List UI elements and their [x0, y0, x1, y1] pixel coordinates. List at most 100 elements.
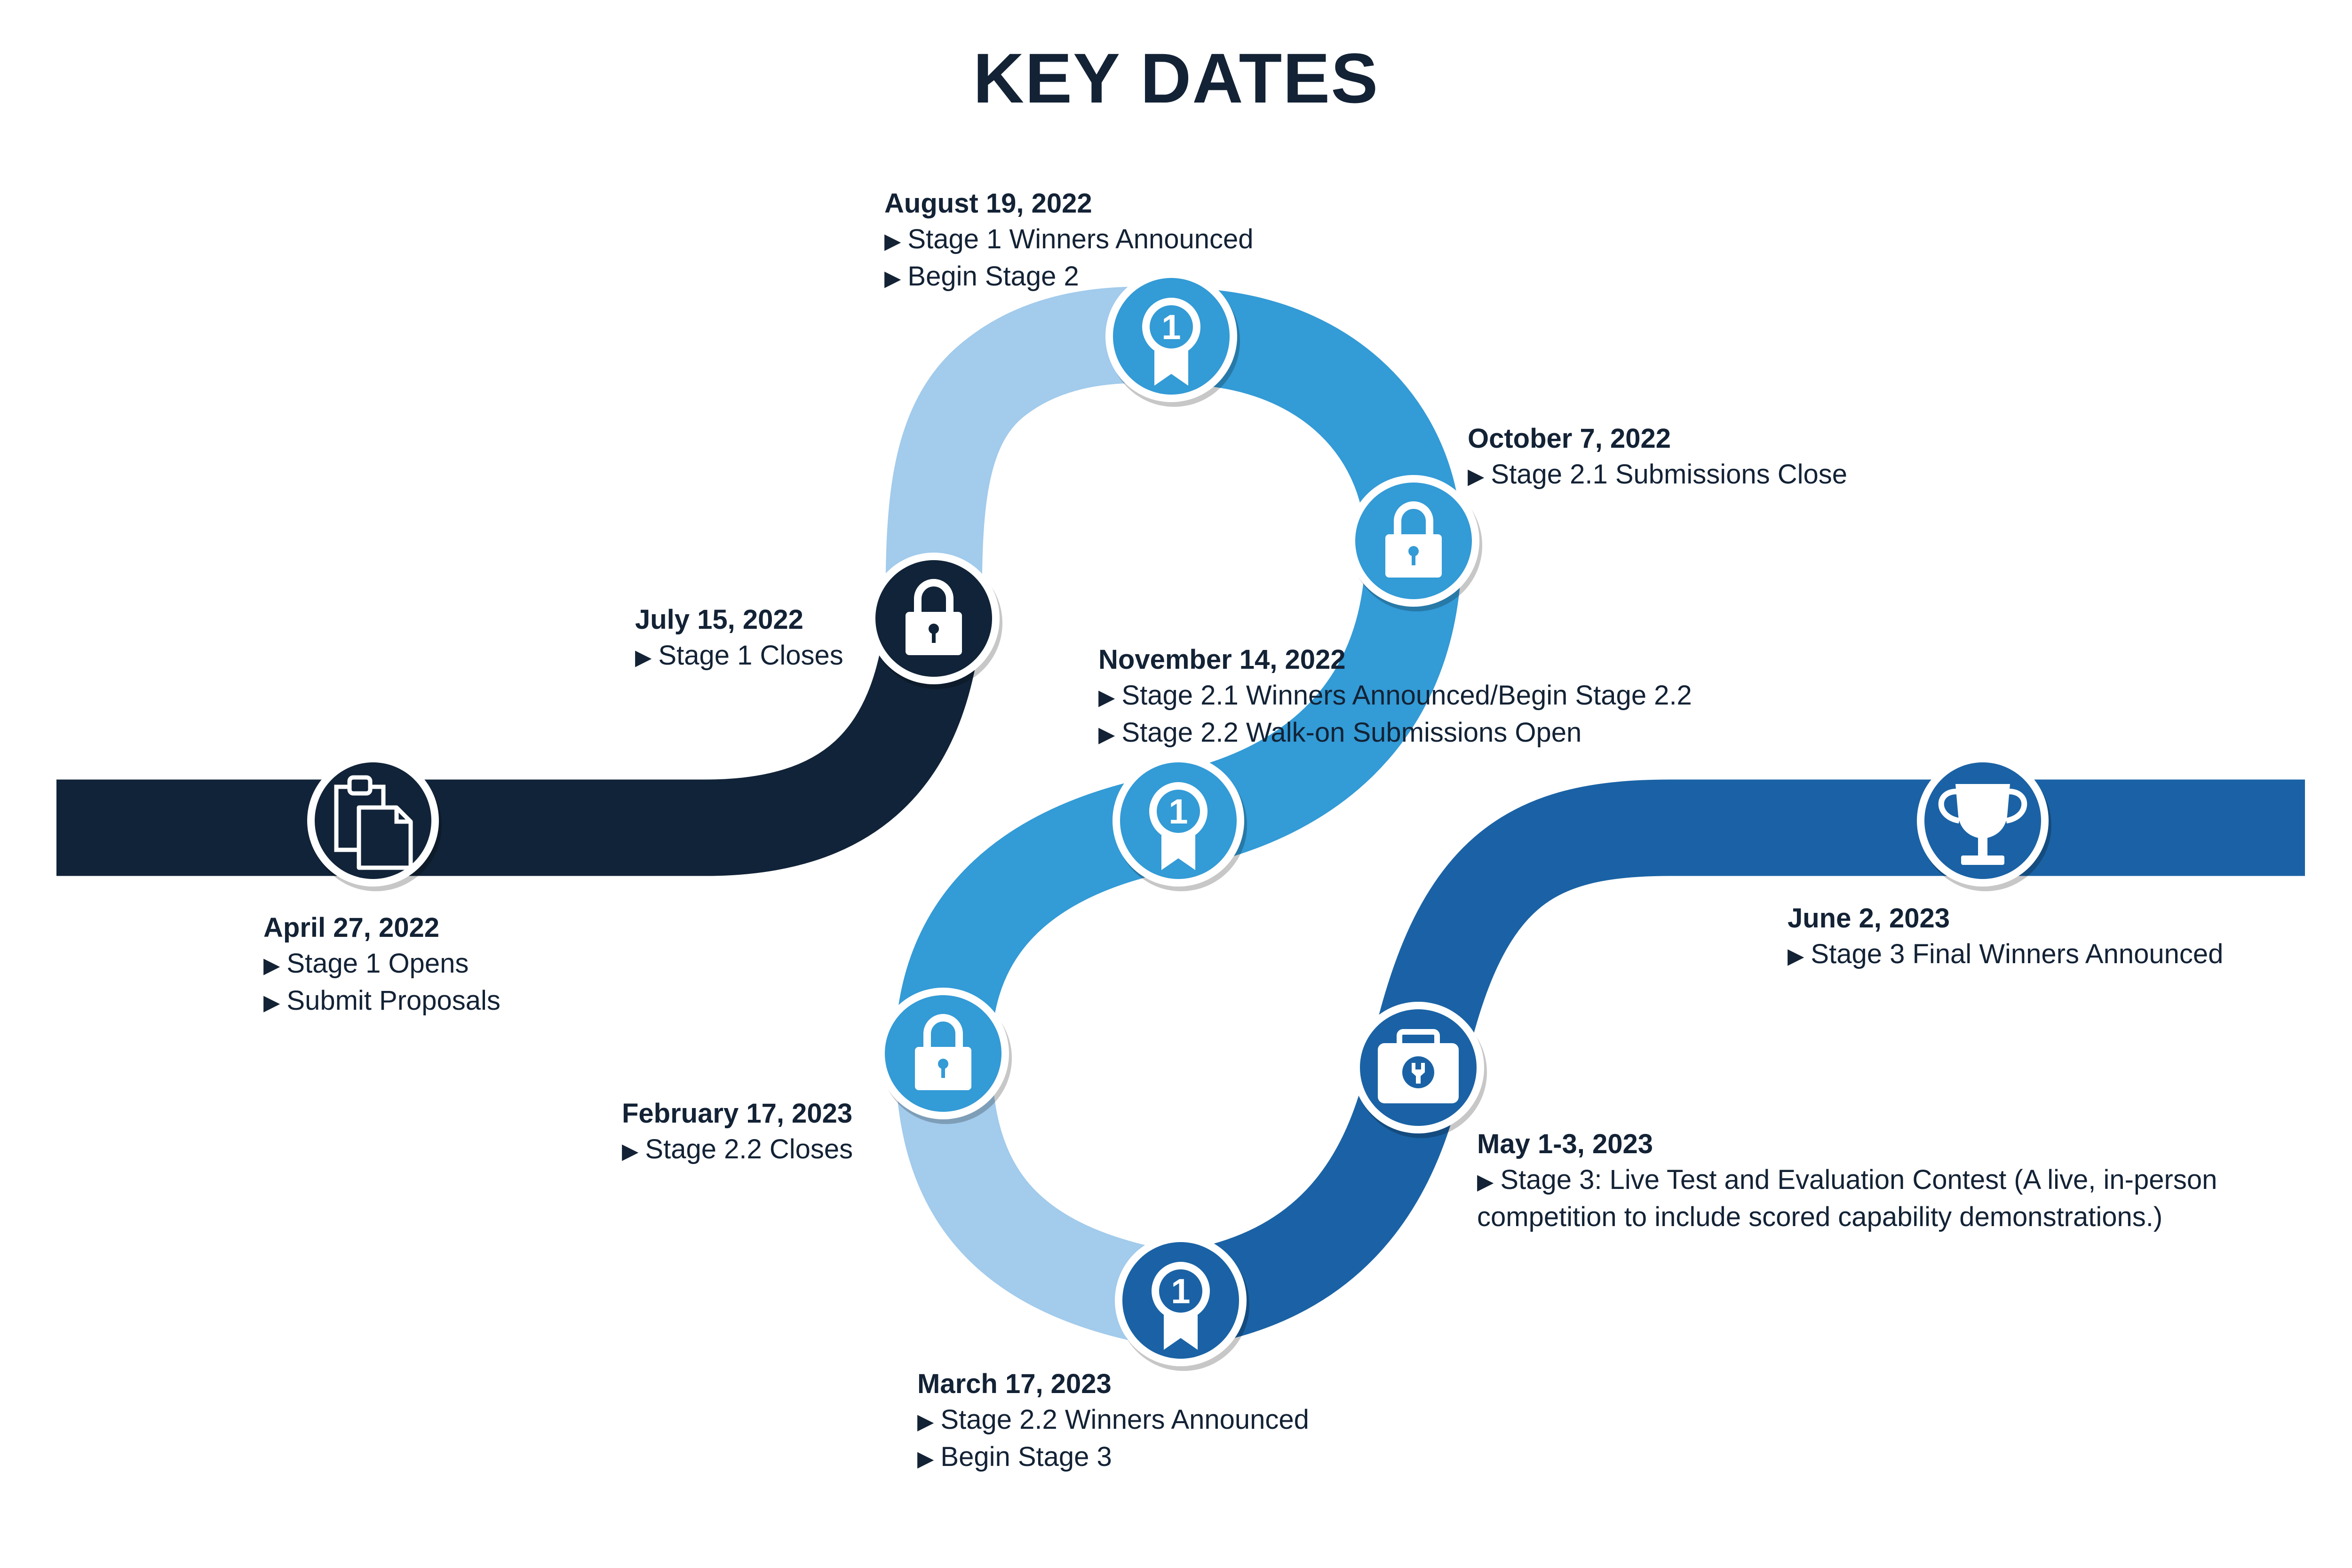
milestone-detail: ▶Submit Proposals [263, 983, 501, 1020]
bullet-arrow-icon: ▶ [1098, 685, 1115, 709]
milestone-date: March 17, 2023 [917, 1369, 1112, 1399]
medal-inner [1159, 1269, 1202, 1313]
milestone-detail: ▶Stage 1 Winners Announced [884, 222, 1254, 259]
bullet-arrow-icon: ▶ [1468, 464, 1485, 488]
keyhole [938, 1059, 948, 1069]
milestone-label-7: March 17, 2023▶Stage 2.2 Winners Announc… [917, 1366, 1309, 1476]
milestone-marker-3: 1 [1105, 270, 1240, 407]
milestone-label-3: August 19, 2022▶Stage 1 Winners Announce… [884, 186, 1254, 296]
milestone-date: April 27, 2022 [263, 912, 439, 943]
milestone-detail-text: Stage 1 Winners Announced [907, 224, 1254, 254]
milestone-marker-4 [1348, 475, 1482, 611]
bullet-arrow-icon: ▶ [1098, 722, 1115, 746]
milestone-detail-text: Submit Proposals [286, 985, 501, 1016]
milestone-detail-text: Stage 2.2 Winners Announced [940, 1404, 1309, 1435]
milestone-marker-6 [877, 988, 1012, 1124]
milestone-label-9: June 2, 2023 ▶ Stage 3 Final Winners Annou… [1788, 901, 2223, 974]
document-fold [394, 808, 411, 824]
milestone-date: October 7, 2022 [1468, 423, 1671, 454]
milestone-date: November 14, 2022 [1098, 644, 1346, 675]
award-ribbon-icon: 1 [1142, 298, 1200, 386]
award-ribbon-icon: 1 [1152, 1262, 1210, 1350]
milestone-marker-2 [868, 553, 1002, 689]
milestone-detail: ▶Stage 2.2 Closes [622, 1132, 853, 1169]
milestone-detail-text: Stage 1 Opens [286, 948, 469, 979]
milestone-date: June 2, 2023 [1788, 903, 1950, 934]
milestone-date: August 19, 2022 [884, 188, 1092, 219]
milestone-detail: ▶Stage 1 Opens [263, 946, 501, 983]
milestone-label-2: July 15, 2022▶Stage 1 Closes [635, 602, 843, 675]
medal-inner [1150, 305, 1193, 348]
milestone-label-1: April 27, 2022▶Stage 1 Opens▶Submit Prop… [263, 910, 501, 1020]
milestone-marker-1 [307, 755, 442, 891]
clipboard-icon [334, 775, 413, 870]
milestone-marker-9 [1917, 755, 2051, 891]
milestone-label-5: November 14, 2022▶Stage 2.1 Winners Anno… [1098, 642, 1692, 752]
milestone-label-8: May 1-3, 2023▶Stage 3: Live Test and Eva… [1477, 1126, 2277, 1235]
trophy-handle-left [1938, 789, 1960, 824]
toolbox-icon [1378, 1029, 1459, 1103]
medal-inner [1157, 790, 1200, 833]
milestone-detail: ▶ Stage 3 Final Winners Announced [1788, 936, 2223, 974]
milestone-detail-text: Stage 3: Live Test and Evaluation Contes… [1477, 1164, 2217, 1232]
milestone-detail-text: Stage 2.2 Closes [645, 1134, 853, 1164]
milestone-date: May 1-3, 2023 [1477, 1129, 1653, 1159]
milestone-detail-text: Stage 2.2 Walk-on Submissions Open [1121, 717, 1582, 748]
bullet-arrow-icon: ▶ [263, 953, 280, 977]
milestone-marker-5: 1 [1112, 755, 1247, 891]
milestone-detail-text: Stage 2.1 Submissions Close [1491, 459, 1848, 490]
milestone-marker-8 [1352, 1002, 1487, 1138]
medal-number: 1 [1168, 792, 1188, 831]
milestone-label-6: February 17, 2023▶Stage 2.2 Closes [622, 1096, 853, 1169]
lock-icon [915, 1014, 971, 1090]
bullet-arrow-icon: ▶ [917, 1409, 934, 1433]
milestone-detail: ▶Begin Stage 3 [917, 1439, 1309, 1476]
milestone-detail: ▶Begin Stage 2 [884, 259, 1254, 296]
ribbon-tail [1164, 1310, 1198, 1350]
award-ribbon-icon: 1 [1149, 782, 1208, 870]
milestone-detail: ▶Stage 1 Closes [635, 638, 843, 675]
ribbon-tail [1161, 830, 1195, 870]
lock-icon [906, 579, 962, 655]
lock-icon [1385, 501, 1442, 578]
milestone-detail-text: Stage 3 Final Winners Announced [1811, 939, 2224, 969]
lock-shackle [914, 579, 954, 614]
medal-number: 1 [1171, 1272, 1190, 1311]
keyhole [929, 624, 939, 634]
document-front [357, 805, 413, 870]
page-title: KEY DATES [973, 39, 1379, 118]
keyhole [1408, 546, 1419, 556]
clipboard-clip [347, 775, 373, 796]
milestone-detail: ▶Stage 3: Live Test and Evaluation Conte… [1477, 1162, 2277, 1235]
milestone-marker-7: 1 [1115, 1235, 1249, 1371]
milestone-detail: ▶Stage 2.2 Winners Announced [917, 1402, 1309, 1439]
bullet-arrow-icon: ▶ [884, 229, 901, 253]
medal-number: 1 [1161, 308, 1181, 347]
milestone-detail-text: Begin Stage 2 [907, 261, 1079, 292]
trophy-stem [1978, 838, 1987, 856]
trophy-cup [1955, 784, 2010, 839]
lock-shackle [923, 1014, 963, 1049]
bullet-arrow-icon: ▶ [635, 645, 652, 669]
wrench-icon [1412, 1063, 1425, 1084]
keyhole-slot [1412, 552, 1415, 565]
trophy-base [1961, 855, 2004, 865]
trophy-handle-right [2005, 789, 2027, 824]
bullet-arrow-icon: ▶ [263, 990, 280, 1014]
milestone-detail-text: Stage 2.1 Winners Announced/Begin Stage … [1121, 680, 1692, 711]
milestone-detail: ▶Stage 2.1 Submissions Close [1468, 457, 1847, 494]
bullet-arrow-icon: ▶ [884, 266, 901, 290]
milestone-date: February 17, 2023 [622, 1098, 853, 1129]
keyhole-slot [941, 1065, 945, 1078]
milestone-detail-text: Stage 1 Closes [658, 640, 843, 671]
ribbon-tail [1154, 346, 1188, 386]
milestone-detail: ▶Stage 2.1 Winners Announced/Begin Stage… [1098, 678, 1692, 715]
trophy-icon [1938, 784, 2027, 865]
bullet-arrow-icon: ▶ [622, 1139, 639, 1163]
milestone-detail: ▶Stage 2.2 Walk-on Submissions Open [1098, 715, 1692, 752]
bullet-arrow-icon: ▶ [1788, 943, 1804, 968]
milestone-detail-text: Begin Stage 3 [940, 1441, 1112, 1472]
bullet-arrow-icon: ▶ [917, 1446, 934, 1471]
